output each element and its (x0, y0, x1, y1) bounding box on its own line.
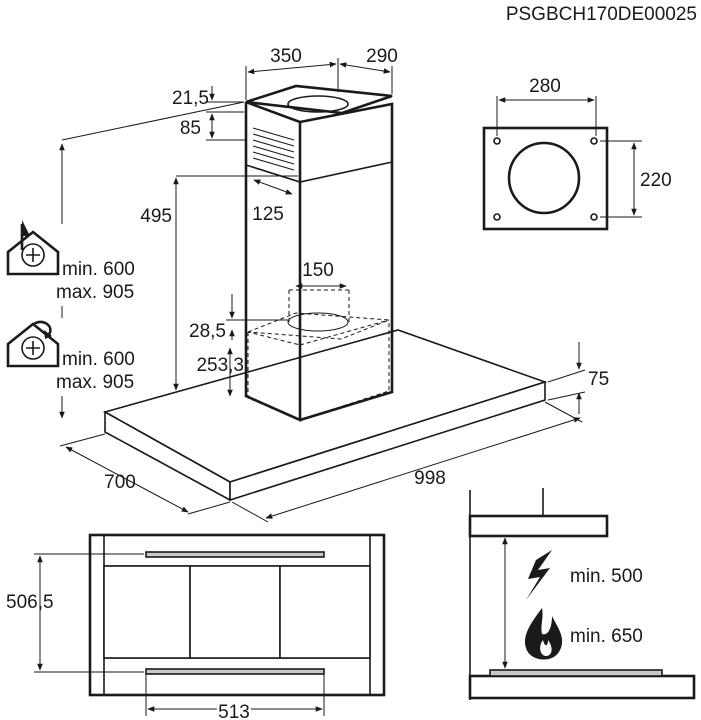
dim-bracket-height: 220 (640, 170, 672, 191)
rear-grille-strip (145, 668, 325, 675)
bracket-opening (507, 141, 581, 215)
grease-filter-left (103, 565, 191, 659)
recirculation-max: max. 905 (56, 372, 134, 393)
grease-filter-right (279, 565, 371, 659)
dim-outlet-offset: 28,5 (189, 321, 226, 342)
dim-vent-width: 125 (252, 204, 284, 225)
dim-lower-chimney: 253,3 (196, 355, 244, 376)
hood-isometric-view: 350 290 21,5 85 495 125 150 28,5 253,3 (59, 46, 609, 523)
dim-filter-width: 513 (218, 702, 250, 720)
dim-chimney-telescope: 495 (140, 206, 172, 227)
vent-slots (252, 127, 295, 171)
clearance-gas: min. 650 (570, 626, 643, 647)
hood-side-profile (468, 514, 609, 538)
dim-filter-depth: 506,5 (6, 592, 54, 613)
dim-canopy-depth: 700 (104, 472, 136, 493)
ceiling-bracket-view: 280 220 (482, 76, 672, 231)
dim-vent-height: 85 (180, 118, 201, 139)
hood-underside-view: 506,5 513 (6, 533, 386, 720)
recirculation-mode-block: min. 600 max. 905 (6, 320, 135, 393)
gas-hob-icon (524, 608, 563, 660)
electric-hob-icon (526, 550, 552, 600)
dim-canopy-width: 998 (414, 468, 446, 489)
hob-clearance-view: min. 500 min. 650 (468, 488, 696, 700)
extraction-min: min. 600 (62, 259, 135, 280)
recirculation-min: min. 600 (62, 349, 135, 370)
extraction-max: max. 905 (56, 282, 134, 303)
bracket-screw-holes (493, 137, 598, 221)
hob-surface (489, 669, 663, 677)
dim-chimney-depth: 290 (366, 46, 398, 67)
worktop (468, 674, 696, 700)
dim-outlet-diameter: 150 (302, 260, 334, 281)
dim-canopy-height: 75 (588, 369, 609, 390)
dim-chimney-width: 350 (270, 46, 302, 67)
recirculation-mode-icon (6, 320, 60, 368)
extraction-mode-icon (6, 220, 60, 276)
document-code: PSGBCH170DE00025 (506, 4, 697, 25)
front-grille-strip (145, 551, 325, 558)
clearance-electric: min. 500 (570, 566, 643, 587)
extraction-mode-block: min. 600 max. 905 (6, 220, 135, 303)
dim-bracket-width: 280 (529, 76, 561, 97)
grease-filter-middle (189, 565, 281, 659)
dim-top-offset: 21,5 (172, 88, 209, 109)
